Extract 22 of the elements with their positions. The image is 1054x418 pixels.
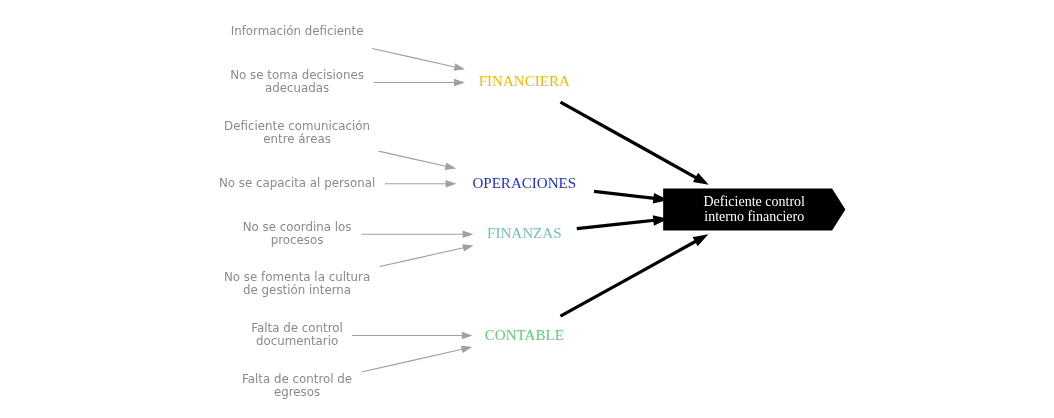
arrow xyxy=(379,244,474,268)
node-text: Falta de control de egresos xyxy=(242,371,353,399)
node-text: FINANCIERA xyxy=(478,73,570,90)
arrow xyxy=(559,234,709,318)
node-text: No se fomenta la cultura de gestión interna xyxy=(223,270,371,298)
arrow xyxy=(360,230,474,239)
node-text: Falta de control documentario xyxy=(251,321,343,349)
arrow xyxy=(384,179,457,188)
arrow xyxy=(351,331,473,340)
node-text: No se capacita al personal xyxy=(218,175,376,190)
arrow xyxy=(360,345,473,373)
arrow xyxy=(371,47,465,71)
arrow xyxy=(373,78,465,87)
node-text: OPERACIONES xyxy=(472,174,577,191)
node-text: No se coordina los procesos xyxy=(242,219,352,247)
arrow xyxy=(377,150,457,170)
node-text: Deficiente comunicación entre áreas xyxy=(224,118,371,146)
node-text: FINANZAS xyxy=(487,225,562,242)
node-text: Información deficiente xyxy=(230,23,364,38)
node-text: CONTABLE xyxy=(484,326,564,343)
arrow xyxy=(559,100,709,185)
node-text: No se toma decisiones adecuadas xyxy=(230,68,364,95)
